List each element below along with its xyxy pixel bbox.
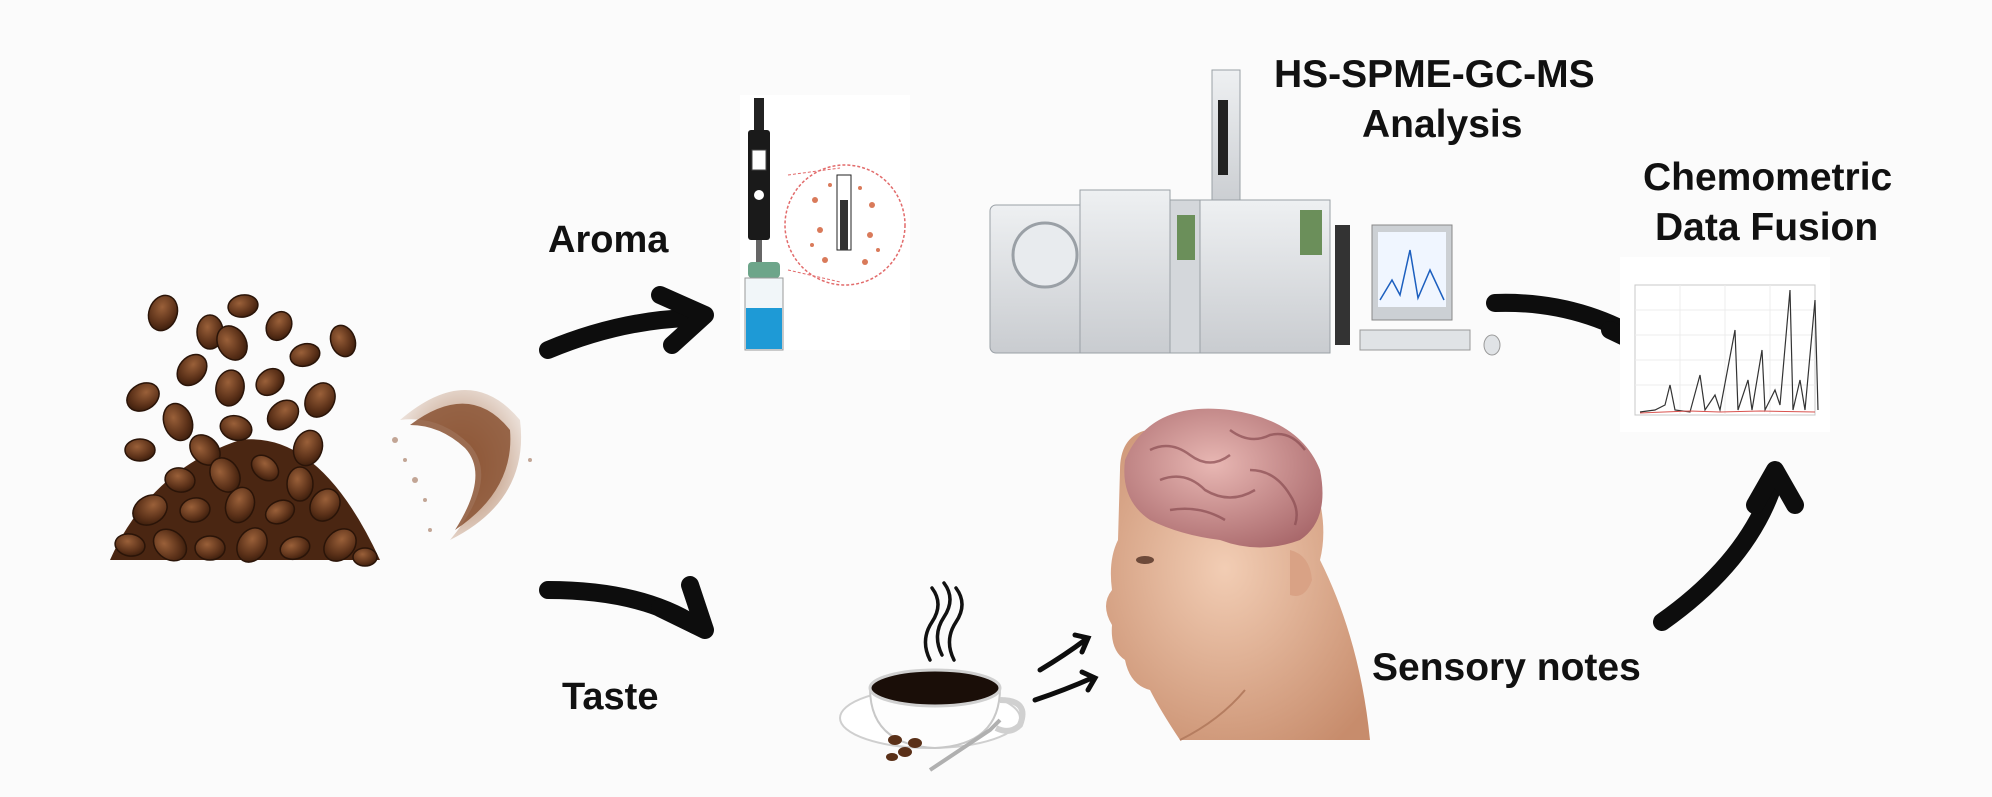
gcms-title-line2: Analysis [1362, 102, 1522, 149]
arrow-to-taste [548, 585, 705, 630]
spme-fiber-vial-illustration [740, 95, 910, 350]
chemometric-title-line1: Chemometric [1643, 155, 1892, 202]
arrow-to-aroma [548, 295, 705, 350]
taste-label: Taste [562, 675, 658, 721]
sensory-notes-label: Sensory notes [1372, 645, 1641, 692]
aroma-label: Aroma [548, 218, 668, 264]
chromatogram-plot [1620, 257, 1830, 432]
gcms-title-line1: HS-SPME-GC-MS [1274, 52, 1595, 99]
coffee-powder-illustration [392, 390, 532, 540]
human-head-brain-illustration [1106, 409, 1370, 740]
aroma-flow-arrows [1035, 635, 1095, 700]
coffee-beans-illustration [110, 291, 380, 567]
arrow-up-to-chromatogram [1662, 470, 1795, 622]
coffee-cup-illustration [840, 583, 1023, 770]
chemometric-title-line2: Data Fusion [1655, 205, 1878, 252]
